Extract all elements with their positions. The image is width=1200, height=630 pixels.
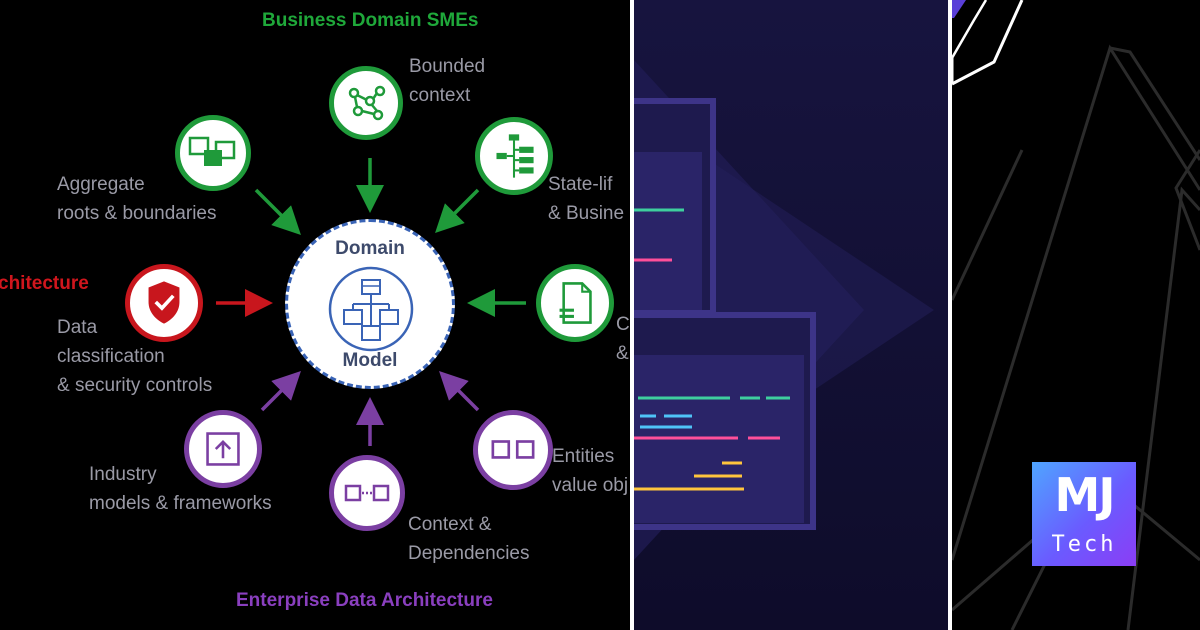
flowchart-icon — [496, 134, 534, 178]
arrow-state-lifecycle — [435, 188, 480, 233]
model-label: Model — [342, 350, 398, 371]
mj-tech-logo: MJ Tech — [1032, 462, 1136, 566]
two-boxes-icon — [491, 440, 535, 459]
divider-right — [948, 0, 952, 630]
data-classification-label: Data classification & security controls — [57, 317, 213, 396]
industry-models-node — [184, 410, 262, 488]
hierarchy-icon — [328, 266, 414, 352]
logo-mj-text: MJ — [1054, 468, 1116, 522]
aggregate-roots-label: Aggregate roots & boundaries — [57, 174, 217, 224]
code-windows-illustration — [634, 0, 948, 630]
enterprise-data-architecture-title: Enterprise Data Architecture — [236, 590, 493, 611]
graph-nodes-icon — [348, 85, 386, 121]
bounded-context-label: Bounded context — [409, 56, 486, 106]
security-node — [125, 264, 203, 342]
arrow-industry-models — [260, 371, 301, 412]
domain-model-node: Domain Model — [285, 219, 455, 389]
geometric-line-art — [952, 0, 1200, 630]
logo-tech-text: Tech — [1051, 532, 1117, 557]
architecture-title-partial: chitecture — [0, 273, 89, 294]
context-dependencies-node — [329, 455, 405, 531]
divider-left — [630, 0, 634, 630]
state-lifecycle-label: State-lif & Busine — [548, 174, 625, 224]
diagram-panel: Business Domain SMEs Enterprise Data Arc… — [0, 10, 630, 611]
business-domain-smes-title: Business Domain SMEs — [262, 10, 479, 31]
arrow-entities — [439, 371, 480, 412]
domain-label: Domain — [335, 238, 405, 259]
windows-icon — [188, 136, 236, 166]
code-illustration-panel — [634, 0, 948, 630]
state-lifecycle-node — [475, 117, 553, 195]
bounded-context-node — [329, 66, 403, 140]
linked-boxes-icon — [344, 484, 390, 502]
document-label-partial: C & — [616, 314, 630, 364]
entities-node — [473, 410, 553, 490]
arrow-aggregate-roots — [254, 188, 301, 235]
document-icon — [559, 282, 592, 324]
context-dependencies-label: Context & Dependencies — [408, 514, 530, 564]
document-node — [536, 264, 614, 342]
industry-models-label: Industry models & frameworks — [89, 464, 272, 514]
aggregate-roots-node — [175, 115, 251, 191]
entities-label: Entities value obj — [552, 446, 629, 496]
box-upload-icon — [206, 432, 240, 466]
shield-check-icon — [148, 281, 180, 324]
connector-arrows — [216, 158, 526, 446]
